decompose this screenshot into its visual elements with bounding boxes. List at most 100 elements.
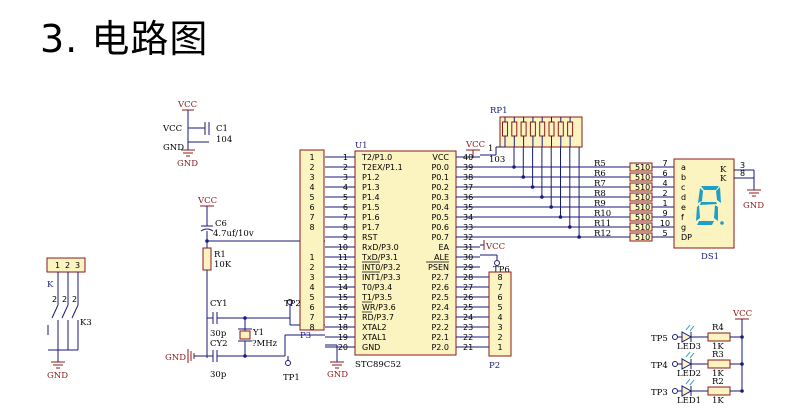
p2-pin-number: 1 <box>497 343 502 352</box>
p3-pin-number: 4 <box>309 283 314 292</box>
test-point-label: TP3 <box>651 388 668 398</box>
led-label: LED2 <box>677 369 701 379</box>
u1-pin-name: RxD/P3.0 <box>362 243 399 252</box>
u1-pin-name: TxD/P3.1 <box>361 253 398 262</box>
u1-pin-number: 29 <box>463 263 473 272</box>
y1-ref: Y1 <box>252 328 264 338</box>
u1-pin-number: 37 <box>463 183 473 192</box>
u1-pin-name: P0.3 <box>431 193 449 202</box>
u1-pin-number: 28 <box>463 273 473 282</box>
segment-resistor-ref: R10 <box>594 209 611 219</box>
u1-pin-name: RST <box>362 233 378 242</box>
key-ref: K <box>47 280 54 290</box>
u1-pin-name: P1.4 <box>362 193 380 202</box>
led-resistor-ref: R4 <box>712 323 724 333</box>
p3-pin-number: 1 <box>309 253 314 262</box>
key-section: 1 2 3 K 2 2 2 K3 GND <box>46 257 92 381</box>
u1-pin-name: T2/P1.0 <box>361 153 392 162</box>
u1-pin-name: T0/P3.4 <box>361 283 392 292</box>
u1-pin-number: 18 <box>338 323 348 332</box>
led-label: LED3 <box>677 342 701 352</box>
vcc-label: VCC <box>197 196 217 206</box>
r1-ref: R1 <box>214 250 226 260</box>
c6-ref: C6 <box>215 219 227 229</box>
u1-pin-number: 13 <box>338 273 348 282</box>
vcc-label: VCC <box>177 100 197 110</box>
u1-gnd-section: GND <box>325 344 348 380</box>
p2-pin-number: 7 <box>497 283 502 292</box>
key-sub: 2 <box>52 295 57 304</box>
u1-pin-number: 12 <box>338 263 348 272</box>
u1-pin-name: P1.6 <box>362 213 380 222</box>
rp1-resistor-pack: RP1 103 1 <box>480 106 583 165</box>
u1-pin-name: P1.5 <box>362 203 380 212</box>
key-sub: 2 <box>72 295 77 304</box>
u1-pin-name: P2.4 <box>431 303 449 312</box>
segment-resistor-value: 510 <box>635 193 650 202</box>
u1-pin-number: 22 <box>463 333 473 342</box>
key-label: K3 <box>80 318 92 328</box>
ds1-segment-label: f <box>681 213 684 222</box>
u1-pin-number: 32 <box>463 233 473 242</box>
u1-pin-number: 4 <box>343 183 348 192</box>
u1-pin-number: 17 <box>338 313 348 322</box>
segment-resistor-value: 510 <box>635 213 650 222</box>
vcc-label: VCC <box>465 140 485 150</box>
ds1-pin-number: 7 <box>662 159 667 168</box>
u1-pin-name: P0.2 <box>431 183 449 192</box>
u1-pin-number: 26 <box>463 293 473 302</box>
u1-pin-number: 40 <box>463 153 473 162</box>
p3-pin-number: 3 <box>309 173 314 182</box>
ds1-pin-number: 6 <box>662 169 667 178</box>
u1-pin-number: 39 <box>463 163 473 172</box>
p3-pin-number: 5 <box>309 293 314 302</box>
led-resistor-value: 1K <box>712 396 724 406</box>
crystal-circuit: CY1 30p CY2 30p Y1 ?MHz TP2 TP1 GND <box>165 299 325 383</box>
vcc-label: VCC <box>162 124 182 134</box>
p2-pin-number: 8 <box>497 273 502 282</box>
tp1-label: TP1 <box>283 373 300 383</box>
p2-ref: P2 <box>489 361 500 371</box>
u1-part: STC89C52 <box>355 360 401 370</box>
u1-pin-number: 34 <box>463 213 473 222</box>
p2-pin-number: 5 <box>497 303 502 312</box>
ds1-segment-label: c <box>681 183 685 192</box>
u1-pin-name: P0.0 <box>431 163 449 172</box>
segment-resistor-ref: R12 <box>594 229 611 239</box>
u1-pin-number: 8 <box>343 223 348 232</box>
p3-ref: P3 <box>300 331 311 341</box>
led-resistor-value: 1K <box>712 369 724 379</box>
segment-resistor-ref: R9 <box>594 199 606 209</box>
p3-pin-number: 5 <box>309 193 314 202</box>
u1-pin-name: P2.1 <box>431 333 449 342</box>
c1-ref: C1 <box>216 124 228 134</box>
led-resistor-value: 1K <box>712 342 724 352</box>
u1-pin-number: 23 <box>463 323 473 332</box>
led-label: LED1 <box>677 396 701 406</box>
segment-resistor-value: 510 <box>635 183 650 192</box>
segment-resistor-ref: R8 <box>594 189 606 199</box>
ds1-segment-label: DP <box>681 233 692 242</box>
tp2-label: TP2 <box>284 299 301 309</box>
gnd-label: GND <box>165 353 186 363</box>
p3-pin-number: 7 <box>309 213 314 222</box>
ds1-pin-number: 9 <box>662 209 667 218</box>
u1-pin-number: 24 <box>463 313 473 322</box>
r1-value: 10K <box>214 260 232 270</box>
u1-pin-number: 35 <box>463 203 473 212</box>
u1-pin-name: P0.4 <box>431 203 449 212</box>
u1-pin-number: 1 <box>343 153 348 162</box>
u1-pin-name: INT1/P3.3 <box>362 273 401 282</box>
c1-decoupling-section: VCC VCC C1 104 GND GND <box>162 100 232 169</box>
gnd-label: GND <box>743 201 764 211</box>
c6-value: 4.7uf/10v <box>213 229 254 239</box>
p3-pin-number: 2 <box>309 163 314 172</box>
ds1-pin-number: 5 <box>662 229 667 238</box>
u1-pin-number: 14 <box>338 283 348 292</box>
u1-pin-name: WR/P3.6 <box>362 303 396 312</box>
segment-resistor-value: 510 <box>635 203 650 212</box>
